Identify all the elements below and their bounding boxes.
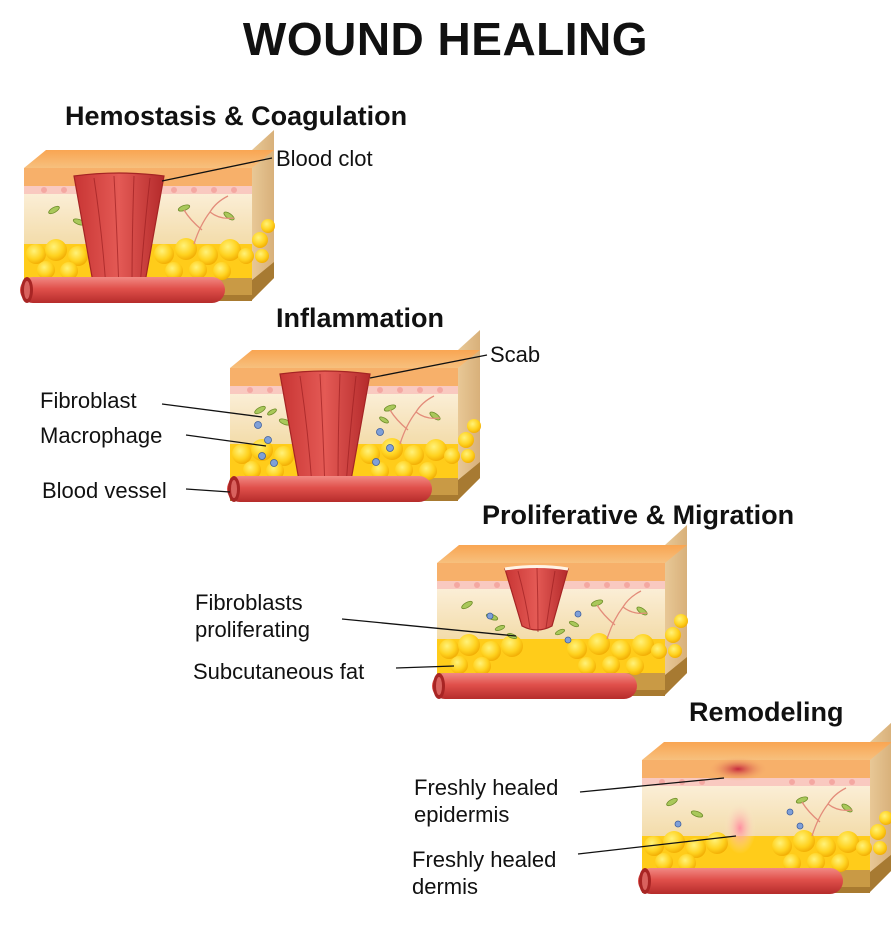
label-macrophage: Macrophage bbox=[40, 423, 163, 448]
leader-freshly-healed-dermis bbox=[577, 835, 737, 855]
leader-fibroblasts-proliferating bbox=[341, 618, 517, 637]
stage-title-remodeling: Remodeling bbox=[689, 697, 844, 727]
label-blood-vessel: Blood vessel bbox=[42, 478, 167, 503]
leader-lines bbox=[161, 157, 737, 855]
stage-title-proliferative: Proliferative & Migration bbox=[482, 500, 795, 530]
remodeling-cells bbox=[674, 808, 804, 830]
leader-blood-vessel bbox=[185, 488, 231, 493]
label-blood-clot: Blood clot bbox=[276, 146, 373, 171]
leader-blood-clot bbox=[161, 157, 273, 182]
skin-block-proliferative bbox=[436, 524, 689, 697]
label-freshly-healed-dermis-line1: Freshly healed bbox=[412, 847, 557, 872]
stage-title-inflammation: Inflammation bbox=[276, 303, 445, 333]
stage-title-hemostasis: Hemostasis & Coagulation bbox=[65, 101, 408, 131]
label-fibroblasts-proliferating-line2: proliferating bbox=[195, 617, 310, 642]
label-freshly-healed-dermis-line2: dermis bbox=[412, 874, 479, 899]
page-title: WOUND HEALING bbox=[242, 13, 649, 65]
proliferating-fibroblast-cells bbox=[486, 610, 582, 644]
healed-epidermis-mark bbox=[708, 757, 768, 781]
blood-vessel-shape-3 bbox=[432, 673, 637, 699]
leader-scab bbox=[369, 354, 488, 379]
leader-fibroblast bbox=[161, 403, 263, 418]
leader-macrophage bbox=[185, 434, 267, 447]
blood-vessel-shape-2 bbox=[227, 476, 432, 502]
label-subcutaneous-fat: Subcutaneous fat bbox=[193, 659, 365, 684]
macrophage-cells bbox=[254, 408, 394, 467]
blood-vessel-shape-1 bbox=[20, 277, 225, 303]
skin-block-remodeling bbox=[641, 721, 891, 894]
label-scab: Scab bbox=[490, 342, 541, 367]
label-fibroblast: Fibroblast bbox=[40, 388, 137, 413]
proliferating-clot-shape bbox=[504, 565, 569, 633]
label-freshly-healed-epidermis-line2: epidermis bbox=[414, 802, 510, 827]
label-fibroblasts-proliferating-line1: Fibroblasts bbox=[195, 590, 303, 615]
healed-dermis-mark bbox=[724, 802, 756, 854]
leader-subcutaneous-fat bbox=[395, 665, 455, 669]
label-freshly-healed-epidermis-line1: Freshly healed bbox=[414, 775, 559, 800]
blood-vessel-shape-4 bbox=[638, 868, 843, 894]
leader-freshly-healed-epidermis bbox=[579, 777, 725, 793]
